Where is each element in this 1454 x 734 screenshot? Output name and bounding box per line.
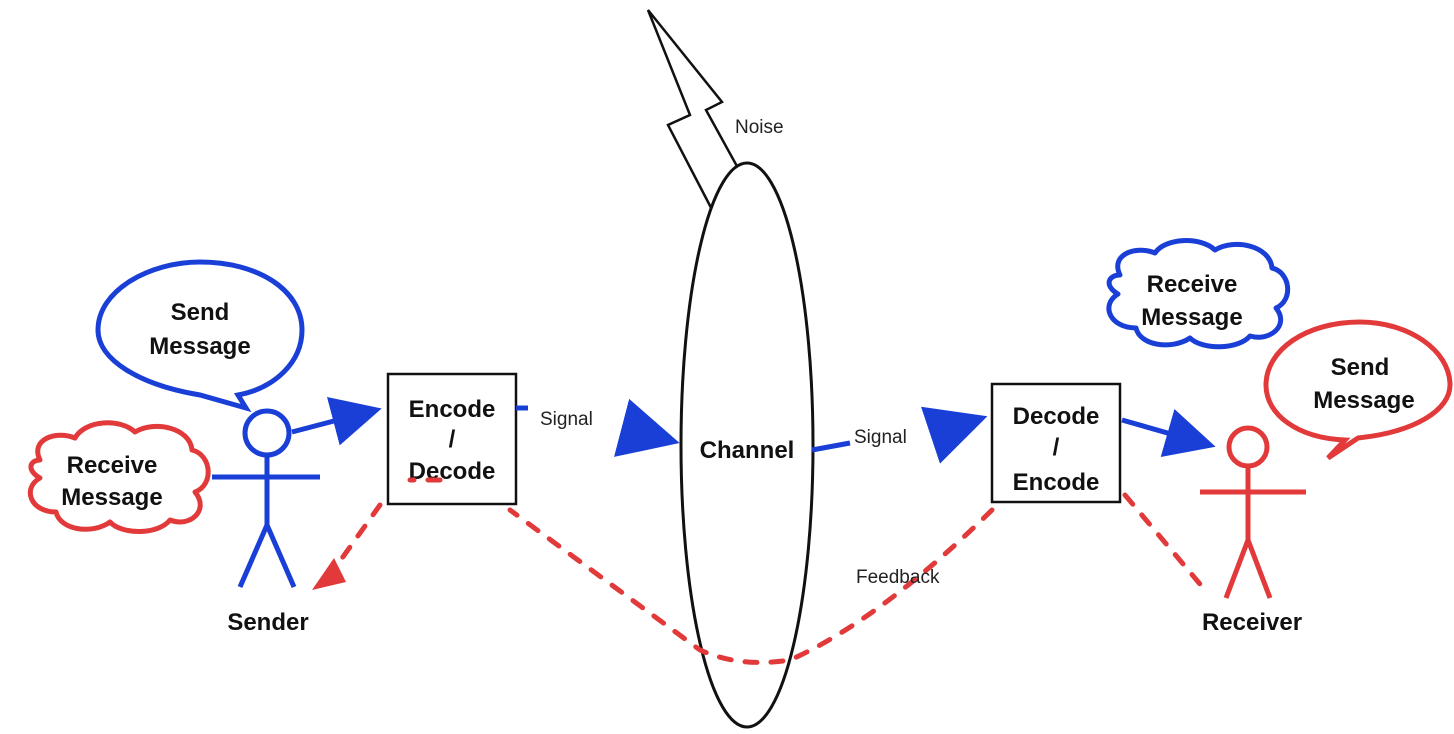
feedback-label: Feedback <box>856 567 940 588</box>
decode-encode-box: Decode / Encode <box>990 382 1122 504</box>
channel-signal-stub <box>811 440 851 453</box>
signal-label-left: Signal <box>540 409 593 430</box>
encode-decode-line2: / <box>449 426 456 453</box>
sender-to-encoder-arrow <box>291 396 382 446</box>
receiver-send-message-bubble: Send Message <box>1263 319 1453 461</box>
encode-decode-line1: Encode <box>409 396 496 423</box>
receiver-receive-message-cloud: Receive Message <box>1106 238 1291 350</box>
sender-receive-line1: Receive <box>67 452 158 479</box>
sender-receive-message-cloud: Receive Message <box>27 420 211 534</box>
sender-receive-line2: Message <box>61 484 162 511</box>
receiver-receive-line1: Receive <box>1147 271 1238 298</box>
sender-send-line1: Send <box>171 299 230 326</box>
decoder-to-receiver-arrow <box>1121 408 1216 458</box>
encode-decode-box: Encode / Decode <box>386 372 518 506</box>
encode-decode-line3: Decode <box>409 458 496 485</box>
sender-label: Sender <box>227 609 308 636</box>
receiver-send-line2: Message <box>1313 387 1414 414</box>
decode-encode-line3: Encode <box>1013 469 1100 496</box>
signal-label-right: Signal <box>854 427 907 448</box>
sender-send-message-bubble: Send Message <box>95 259 305 413</box>
signal-to-decoder-arrow <box>920 406 988 464</box>
channel-ellipse <box>679 161 815 729</box>
sender-send-line2: Message <box>149 333 250 360</box>
receiver-receive-line2: Message <box>1141 304 1242 331</box>
decode-encode-line1: Decode <box>1013 403 1100 430</box>
receiver-send-line1: Send <box>1331 354 1390 381</box>
channel-label: Channel <box>700 437 795 464</box>
sender-figure <box>212 408 320 588</box>
feedback-dashed-path <box>327 477 1208 665</box>
feedback-arrowhead-icon <box>312 558 346 590</box>
receiver-label: Receiver <box>1202 609 1302 636</box>
signal-to-channel-arrow <box>613 398 680 457</box>
noise-label: Noise <box>735 117 784 138</box>
decode-encode-line2: / <box>1053 434 1060 461</box>
receiver-figure <box>1200 425 1306 599</box>
